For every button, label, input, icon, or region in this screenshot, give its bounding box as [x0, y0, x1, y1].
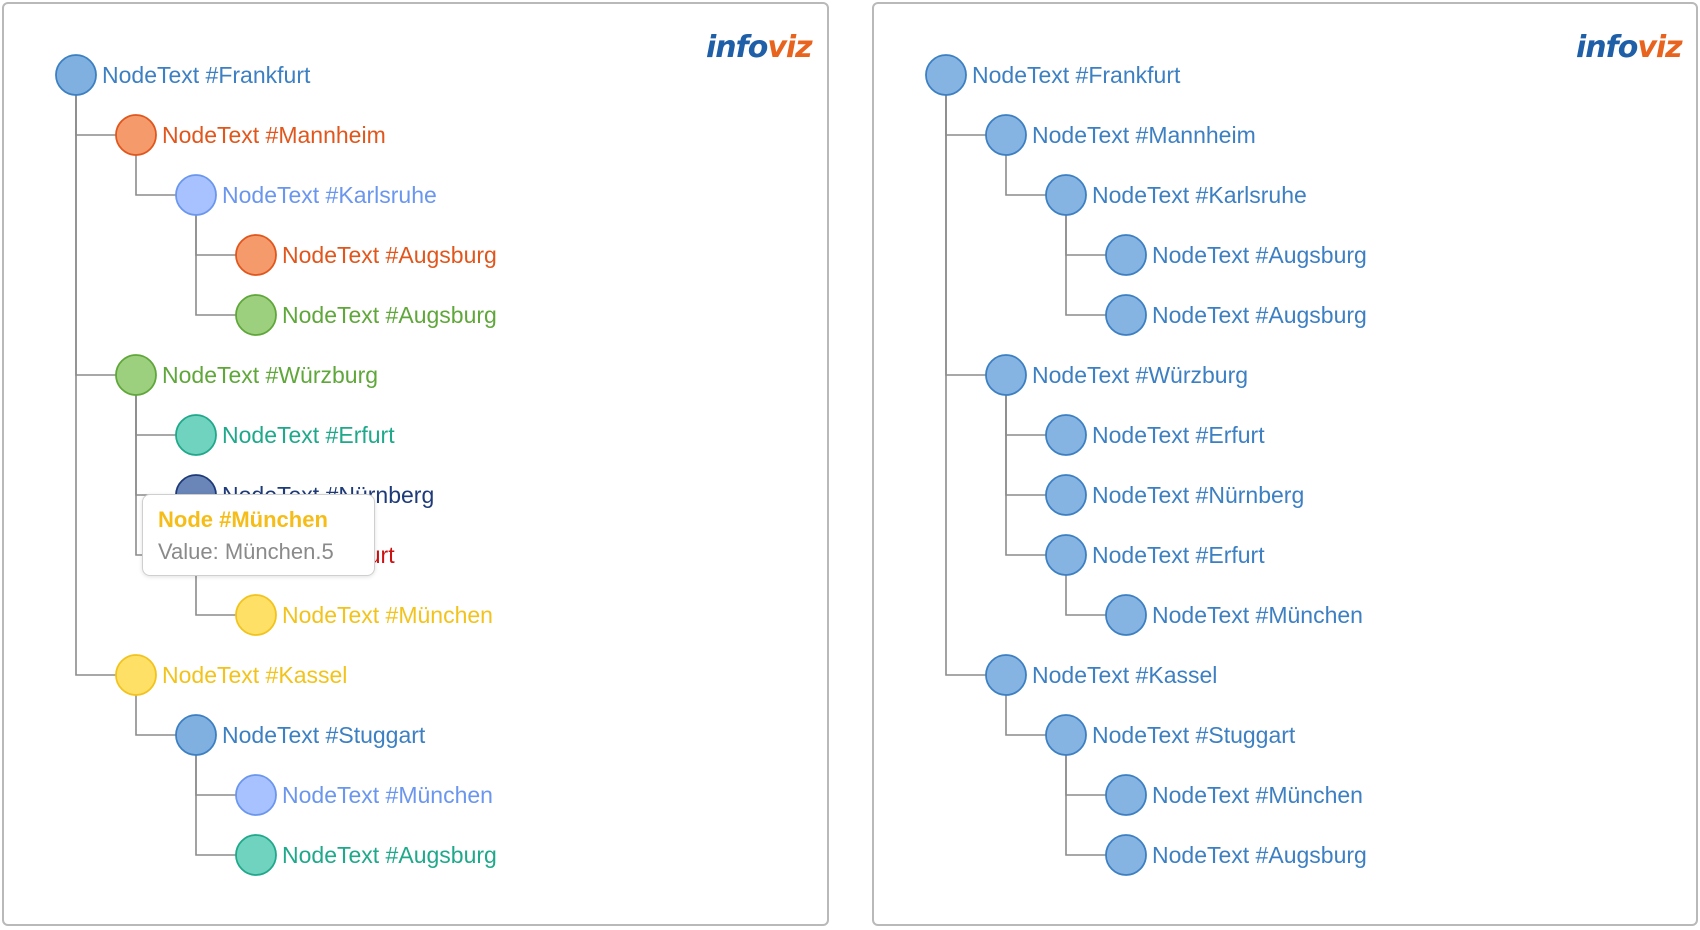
connector-line — [1005, 155, 1046, 196]
tree-node-label[interactable]: NodeText #Karlsruhe — [1092, 182, 1307, 208]
tooltip-title: Node #München — [158, 507, 328, 532]
tree-node-circle[interactable] — [235, 294, 277, 336]
connector-lines — [945, 95, 1106, 856]
logo-part-info: info — [706, 30, 768, 65]
tree-node-label[interactable]: NodeText #Stuggart — [1092, 722, 1296, 748]
connector-line — [135, 695, 176, 736]
tree-node-circle[interactable] — [235, 594, 277, 636]
tree-node-circle[interactable] — [1105, 234, 1147, 276]
tree-node-label[interactable]: NodeText #Stuggart — [222, 722, 426, 748]
tree-node-label[interactable]: NodeText #Mannheim — [1032, 122, 1256, 148]
connector-line — [75, 95, 116, 676]
connector-line — [1065, 755, 1106, 796]
tree-node-label[interactable]: NodeText #Augsburg — [1152, 242, 1367, 268]
tree-node-label[interactable]: NodeText #Würzburg — [1032, 362, 1248, 388]
tree-node-label[interactable]: NodeText #Augsburg — [282, 242, 497, 268]
connector-line — [135, 395, 176, 496]
logo-part-viz: viz — [767, 30, 812, 65]
tree-node-circle[interactable] — [235, 234, 277, 276]
tree-node-circle[interactable] — [925, 54, 967, 96]
tree-node-circle[interactable] — [115, 654, 157, 696]
tree-node-circle[interactable] — [1045, 534, 1087, 576]
tree-node-circle[interactable] — [115, 114, 157, 156]
tree-node-circle[interactable] — [235, 774, 277, 816]
tree-node-circle[interactable] — [985, 354, 1027, 396]
tree-node-circle[interactable] — [985, 114, 1027, 156]
connector-line — [945, 95, 986, 376]
tree-node-circle[interactable] — [1105, 594, 1147, 636]
connector-line — [195, 755, 236, 796]
tree-node-circle[interactable] — [235, 834, 277, 876]
tree-node-circle[interactable] — [175, 174, 217, 216]
infoviz-logo: infoviz — [706, 30, 813, 65]
tree-node-circle[interactable] — [985, 654, 1027, 696]
tree-node-circle[interactable] — [175, 714, 217, 756]
connector-line — [75, 95, 116, 376]
tree-node-label[interactable]: NodeText #Erfurt — [1092, 422, 1265, 448]
tree-node-label[interactable]: NodeText #Mannheim — [162, 122, 386, 148]
tree-node-label[interactable]: NodeText #Nürnberg — [1092, 482, 1304, 508]
tree-node-label[interactable]: NodeText #Augsburg — [1152, 842, 1367, 868]
connector-line — [1065, 755, 1106, 856]
tree-node-circle[interactable] — [1105, 834, 1147, 876]
tree-node-circle[interactable] — [1105, 294, 1147, 336]
tree-node-circle[interactable] — [1105, 774, 1147, 816]
tree-node-label[interactable]: NodeText #München — [1152, 602, 1363, 628]
tree-node-label[interactable]: NodeText #Karlsruhe — [222, 182, 437, 208]
tree-node-label[interactable]: NodeText #München — [1152, 782, 1363, 808]
tree-node-label[interactable]: NodeText #Kassel — [162, 662, 347, 688]
connector-line — [1005, 395, 1046, 496]
connector-line — [195, 215, 236, 316]
tree-node-label[interactable]: NodeText #Erfurt — [222, 422, 395, 448]
tree-node-label[interactable]: NodeText #Augsburg — [282, 842, 497, 868]
logo-part-info: info — [1576, 30, 1638, 65]
tooltip-value: Value: München.5 — [158, 539, 334, 564]
tree-node-circle[interactable] — [175, 414, 217, 456]
tree-node-label[interactable]: NodeText #München — [282, 782, 493, 808]
tree-node-label[interactable]: NodeText #Erfurt — [1092, 542, 1265, 568]
infoviz-logo: infoviz — [1576, 30, 1683, 65]
connector-line — [195, 755, 236, 856]
tree-node-label[interactable]: NodeText #Würzburg — [162, 362, 378, 388]
connector-line — [1005, 395, 1046, 436]
tree-node-label[interactable]: NodeText #Frankfurt — [102, 62, 311, 88]
connector-line — [135, 155, 176, 196]
connector-line — [1065, 215, 1106, 256]
connector-line — [945, 95, 986, 676]
connector-line — [1005, 395, 1046, 556]
connector-lines — [75, 95, 236, 856]
connector-line — [1065, 575, 1106, 616]
tree-node-circle[interactable] — [1045, 474, 1087, 516]
tree-node-label[interactable]: NodeText #Augsburg — [282, 302, 497, 328]
connector-line — [945, 95, 986, 136]
tree-node-label[interactable]: NodeText #Augsburg — [1152, 302, 1367, 328]
tree-node-circle[interactable] — [115, 354, 157, 396]
connector-line — [75, 95, 116, 136]
node-tooltip: Node #München Value: München.5 — [142, 494, 375, 576]
connector-line — [135, 395, 176, 436]
tree-node-circle[interactable] — [1045, 414, 1087, 456]
connector-line — [1065, 215, 1106, 316]
tree-node-label[interactable]: NodeText #Kassel — [1032, 662, 1217, 688]
connector-line — [195, 215, 236, 256]
connector-line — [1005, 695, 1046, 736]
tree-node-circle[interactable] — [55, 54, 97, 96]
tree-node-circle[interactable] — [1045, 174, 1087, 216]
tree-node-circle[interactable] — [1045, 714, 1087, 756]
tree-node-label[interactable]: NodeText #Frankfurt — [972, 62, 1181, 88]
tree-node-label[interactable]: NodeText #München — [282, 602, 493, 628]
logo-part-viz: viz — [1637, 30, 1682, 65]
connector-line — [195, 575, 236, 616]
